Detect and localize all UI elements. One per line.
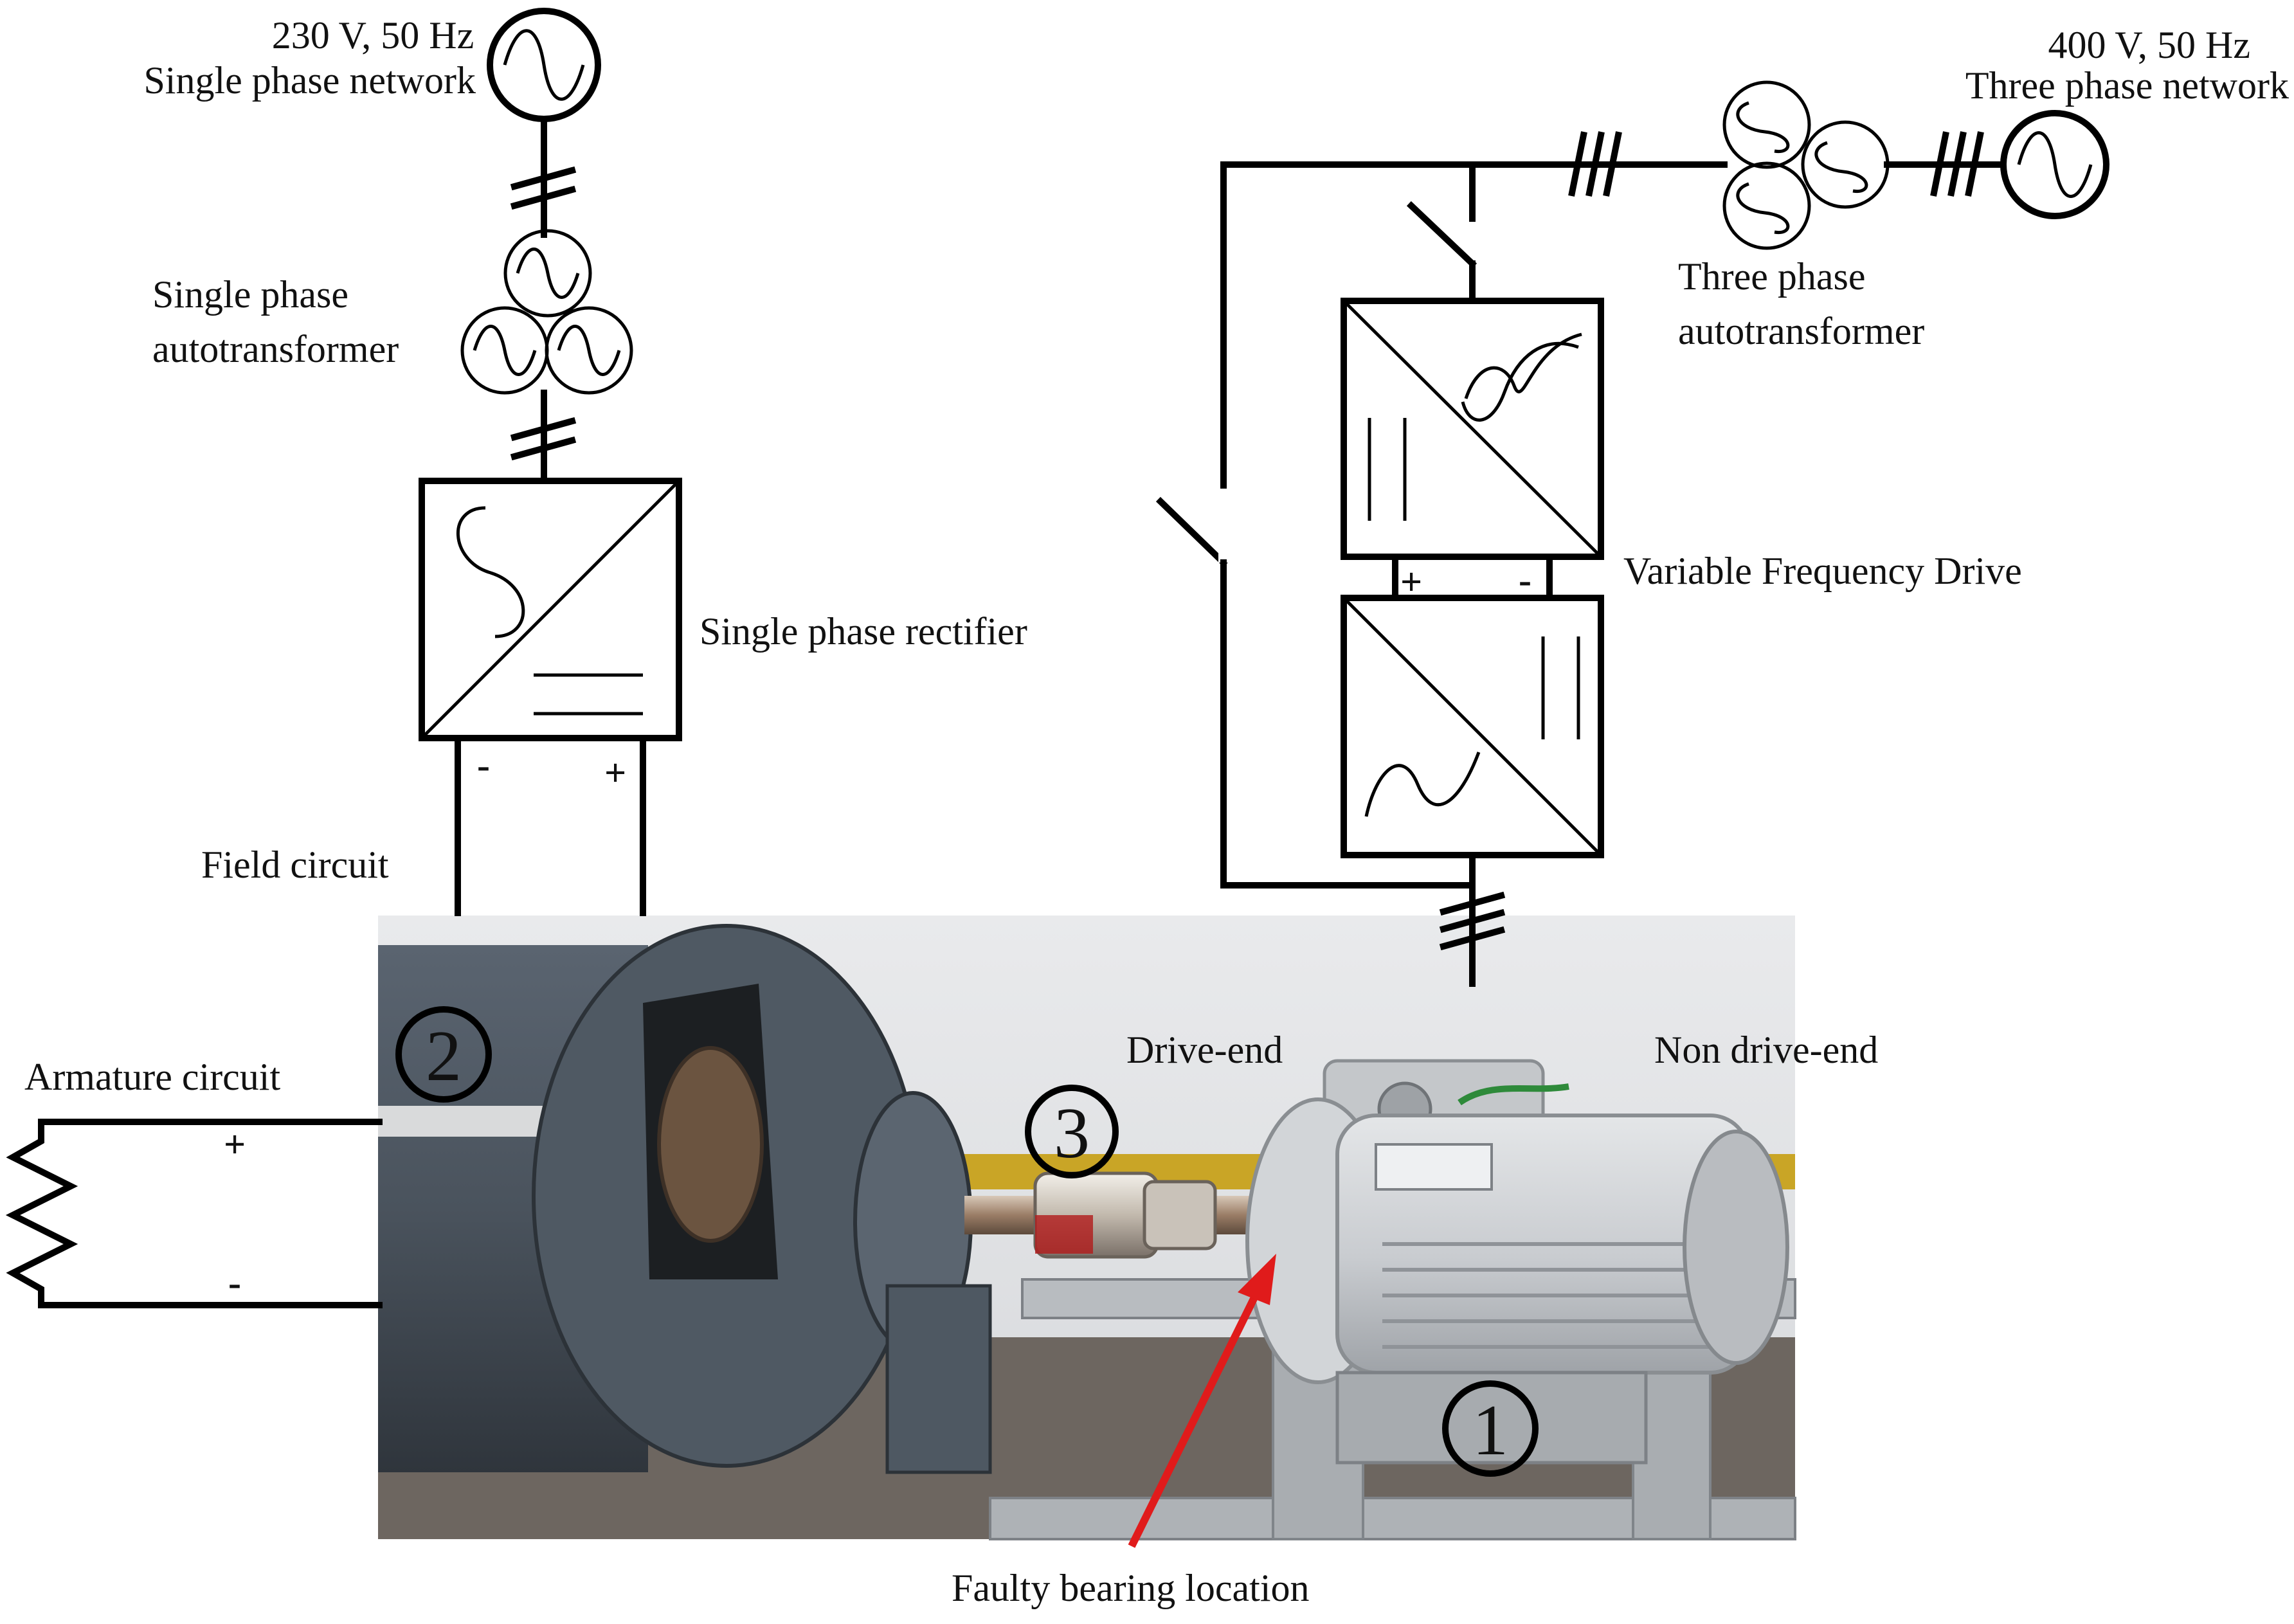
minus-sign-icon: - xyxy=(1519,559,1531,601)
non-drive-end-label: Non drive-end xyxy=(1654,1029,1878,1071)
single-phase-autotransformer-symbol xyxy=(460,229,633,395)
marker-dc-machine: 2 xyxy=(395,1006,492,1103)
armature-resistor-symbol xyxy=(5,1119,383,1308)
vfd-rectifier-symbol xyxy=(1341,298,1604,560)
three-phase-autotransformer-label-1: Three phase xyxy=(1678,255,1866,298)
armature-circuit-label: Armature circuit xyxy=(24,1056,280,1098)
single-phase-branch: - + xyxy=(419,8,682,916)
plus-sign-icon: + xyxy=(224,1123,246,1166)
three-phase-network-label: Three phase network xyxy=(1965,64,2289,107)
single-phase-network-voltage: 230 V, 50 Hz xyxy=(272,14,474,57)
minus-sign-icon: - xyxy=(477,744,490,786)
motor-cable xyxy=(1458,1083,1569,1106)
faulty-bearing-label: Faulty bearing location xyxy=(952,1567,1310,1609)
vfd-switch-symbol xyxy=(1406,201,1477,269)
coupling-half xyxy=(1142,1180,1217,1250)
marker-induction-motor: 1 xyxy=(1442,1380,1539,1477)
faulty-bearing-arrow xyxy=(1128,1254,1276,1548)
single-phase-autotransformer-label-1: Single phase xyxy=(152,273,348,316)
three-phase-network-voltage: 400 V, 50 Hz xyxy=(2048,24,2250,66)
variable-frequency-drive-label: Variable Frequency Drive xyxy=(1623,550,2022,592)
single-phase-rectifier-symbol xyxy=(419,478,682,741)
three-wire-hash-icon xyxy=(1439,891,1506,951)
three-phase-branch: + - xyxy=(1155,80,2109,987)
armature-circuit: + - xyxy=(5,1119,383,1308)
marker-label: 2 xyxy=(426,1016,462,1096)
bypass-switch-symbol xyxy=(1155,496,1229,568)
three-wire-hash-icon xyxy=(1568,131,1622,197)
marker-label: 1 xyxy=(1472,1391,1508,1470)
motor-cooling-fins xyxy=(1382,1242,1723,1349)
field-circuit-label: Field circuit xyxy=(201,844,389,886)
single-phase-autotransformer-label-2: autotransformer xyxy=(152,328,399,370)
vfd-inverter-symbol xyxy=(1341,595,1604,858)
motor-nameplate xyxy=(1375,1143,1493,1191)
plus-sign-icon: + xyxy=(604,752,626,794)
dc-machine-foot xyxy=(885,1284,992,1474)
sine-icon xyxy=(2017,131,2093,198)
three-phase-autotransformer-label-2: autotransformer xyxy=(1678,310,1924,352)
motor-fan-cover xyxy=(1683,1130,1789,1365)
two-wire-hash-icon xyxy=(510,166,577,210)
three-wire-hash-icon xyxy=(1930,131,1984,197)
test-bench-photo xyxy=(378,916,1796,1540)
coupling-marking xyxy=(1035,1215,1093,1254)
single-phase-rectifier-label: Single phase rectifier xyxy=(700,610,1027,653)
motor-feet xyxy=(1335,1371,1648,1465)
sine-icon xyxy=(503,29,585,101)
dc-machine-brushgear xyxy=(657,1046,764,1243)
three-phase-autotransformer-symbol xyxy=(1722,80,1890,250)
marker-label: 3 xyxy=(1054,1094,1090,1173)
minus-sign-icon: - xyxy=(228,1261,241,1304)
marker-coupling: 3 xyxy=(1025,1085,1119,1178)
drive-end-label: Drive-end xyxy=(1126,1029,1283,1071)
single-phase-network-label: Single phase network xyxy=(143,59,476,102)
two-wire-hash-icon xyxy=(510,417,577,461)
